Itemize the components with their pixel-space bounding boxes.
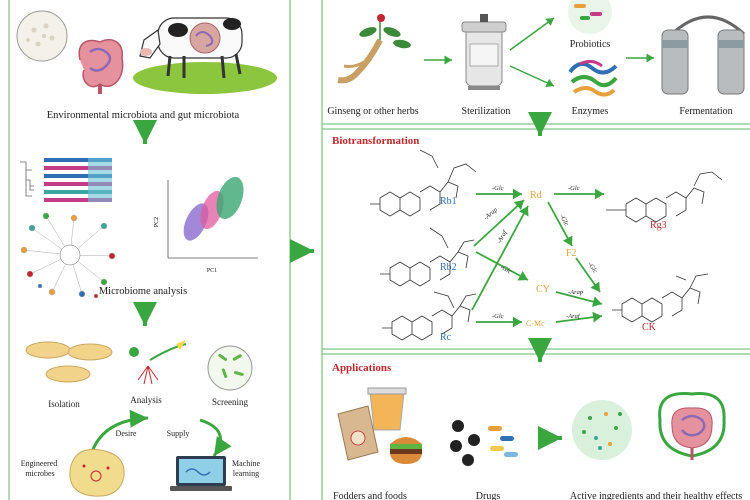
drugs-icon	[450, 420, 518, 466]
compound-rb2: Rb2	[440, 262, 457, 273]
glc-label-2: -Glc	[499, 264, 513, 276]
step-screening: Screening	[212, 397, 248, 407]
petri-dish-icon	[16, 10, 68, 62]
gut-health-icon	[658, 392, 726, 460]
arrow-to-probiotics	[509, 17, 555, 51]
label-fodder: Fodders and foods	[333, 491, 407, 500]
fermenter-icon	[661, 15, 746, 95]
analysis-icon	[129, 340, 187, 385]
pca-plot: PC2 PC1	[154, 176, 258, 274]
compound-cmc: C-Mc	[526, 319, 545, 328]
microbiome-caption: Microbiome analysis	[99, 286, 187, 297]
compound-rb1: Rb1	[440, 196, 457, 207]
phylo-bars-icon	[20, 158, 112, 202]
arap-label-1: -Arap	[483, 206, 500, 222]
compound-f2: F2	[566, 248, 577, 259]
glc-label-3: -Glc	[492, 313, 504, 320]
glc-label-6: -Glc	[586, 261, 598, 275]
network-icon	[20, 212, 116, 299]
step-analysis: Analysis	[130, 395, 162, 405]
compound-labels: Rb1 Rb2 Rc Rd F2 CY C-Mc Rg3 CK	[440, 190, 667, 343]
pca-ylabel: PC2	[154, 217, 160, 227]
ml-label-line-0: Machine	[232, 459, 260, 468]
ginseng-icon	[337, 14, 411, 84]
apps-title: Applications	[332, 362, 392, 374]
label-probiotics: Probiotics	[570, 39, 611, 50]
bio-title: Biotransformation	[332, 135, 419, 147]
enzymes-icon	[568, 59, 618, 97]
glc-label-1: -Glc	[492, 185, 504, 192]
araf-label-2: -Araf	[566, 313, 581, 320]
compound-rg3: Rg3	[650, 220, 667, 231]
active-ingredients-icon	[572, 400, 632, 460]
molecule-structures	[370, 149, 723, 341]
probiotics-icon	[568, 0, 612, 34]
label-drugs: Drugs	[476, 491, 501, 500]
compound-rc: Rc	[440, 332, 452, 343]
cycle-supply: Supply	[167, 429, 190, 438]
env-caption: Environmental microbiota and gut microbi…	[47, 110, 240, 121]
glc-label-5: -Glc	[558, 214, 570, 228]
pca-xlabel: PC1	[207, 268, 217, 274]
engineered-label-text-2: microbes	[25, 469, 54, 478]
label-active: Active ingredients and their healthy eff…	[570, 491, 742, 500]
cow-icon	[133, 17, 277, 94]
autoclave-icon	[461, 14, 507, 90]
intestine-icon	[78, 38, 124, 94]
engineered-microbe-icon	[69, 448, 125, 497]
compound-cy: CY	[536, 284, 550, 295]
fodder-food-icon	[337, 387, 422, 464]
label-sterilization: Sterilization	[462, 106, 511, 117]
arap-label-2: -Arap	[568, 289, 584, 296]
compound-rd: Rd	[530, 190, 542, 201]
cycle-desire: Desire	[116, 429, 137, 438]
araf-label-1: -Araf	[496, 229, 510, 245]
laptop-icon	[170, 456, 232, 491]
culture-dishes-icon	[25, 341, 113, 383]
label-enzymes: Enzymes	[572, 106, 609, 117]
sugar-labels: -Glc -Arap -Araf -Glc -Glc -Glc -Glc -Gl…	[483, 185, 599, 320]
label-ginseng: Ginseng or other herbs	[327, 106, 418, 117]
arrow-to-enzymes	[509, 65, 555, 87]
label-fermentation: Fermentation	[679, 106, 732, 117]
step-isolation: Isolation	[48, 399, 80, 409]
engineered-label: Engineered microbes	[21, 459, 59, 478]
ml-label-line-1: learning	[233, 469, 259, 478]
screening-icon	[207, 345, 253, 391]
compound-ck: CK	[642, 322, 657, 333]
engineered-label-text: Engineered	[21, 459, 57, 468]
glc-label-4: -Glc	[568, 185, 580, 192]
pathway-arrows	[471, 188, 604, 328]
